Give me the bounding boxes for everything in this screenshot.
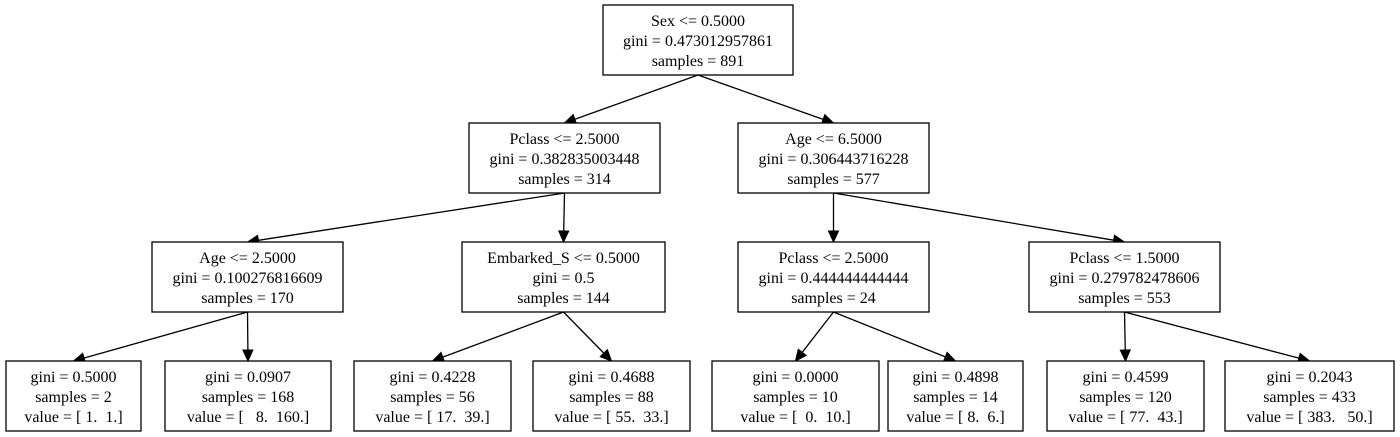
- arrowhead-icon: [827, 230, 840, 244]
- node-line-2: gini = 0.473012957861: [623, 33, 773, 50]
- tree-node-n12: gini = 0.4898 samples = 14 value = [ 8. 6.…: [887, 360, 1024, 432]
- node-line-2: gini = 0.382835003448: [490, 151, 640, 168]
- node-line-3: samples = 577: [787, 171, 880, 188]
- edge-n1-n3: [258, 192, 565, 241]
- edge-n0-n1: [574, 74, 699, 120]
- edge-n4-n9: [442, 311, 564, 358]
- node-line-3: value = [ 383. 50.]: [1246, 409, 1372, 426]
- node-line-1: Age <= 6.5000: [785, 131, 882, 148]
- node-line-2: samples = 433: [1263, 389, 1356, 406]
- node-box: [737, 122, 930, 194]
- node-line-2: samples = 168: [202, 389, 295, 406]
- edge-n6-n14: [1124, 311, 1300, 359]
- node-line-2: gini = 0.444444444444: [759, 270, 909, 287]
- tree-node-n6: Pclass <= 1.5000 gini = 0.279782478606 sam…: [1028, 241, 1221, 313]
- node-box: [887, 360, 1024, 432]
- node-line-1: gini = 0.4228: [390, 369, 476, 386]
- node-line-1: gini = 0.0907: [205, 369, 291, 386]
- edge-n3-n7: [83, 311, 248, 359]
- node-box: [711, 360, 880, 432]
- tree-node-n2: Age <= 6.5000 gini = 0.306443716228 sample…: [737, 122, 930, 194]
- tree-node-n9: gini = 0.4228 samples = 56 value = [ 17. 3…: [353, 360, 512, 432]
- node-line-2: samples = 56: [390, 389, 475, 406]
- node-line-2: samples = 14: [913, 389, 998, 406]
- node-line-2: samples = 88: [569, 389, 654, 406]
- node-line-1: Age <= 2.5000: [199, 250, 296, 267]
- tree-node-n10: gini = 0.4688 samples = 88 value = [ 55. 3…: [532, 360, 691, 432]
- edge-n0-n2: [697, 74, 824, 120]
- tree-nodes: Sex <= 0.5000 gini = 0.473012957861 sample…: [5, 4, 1395, 432]
- node-box: [1224, 360, 1395, 432]
- node-line-1: gini = 0.5000: [31, 369, 117, 386]
- tree-node-n3: Age <= 2.5000 gini = 0.100276816609 sample…: [151, 241, 344, 313]
- node-line-3: value = [ 8. 6.]: [906, 409, 1004, 426]
- node-line-1: gini = 0.2043: [1267, 369, 1353, 386]
- node-line-1: gini = 0.4688: [569, 369, 655, 386]
- edge-n2-n6: [833, 192, 1114, 241]
- arrowhead-icon: [794, 348, 808, 362]
- node-line-1: Pclass <= 1.5000: [1069, 250, 1179, 267]
- tree-edges: [72, 74, 1311, 364]
- tree-node-n8: gini = 0.0907 samples = 168 value = [ 8. 1…: [164, 360, 332, 432]
- tree-node-n0: Sex <= 0.5000 gini = 0.473012957861 sample…: [602, 4, 794, 76]
- edge-n6-n13: [1123, 311, 1126, 351]
- node-line-3: samples = 891: [652, 53, 745, 70]
- node-box: [1028, 241, 1221, 313]
- node-line-2: gini = 0.306443716228: [759, 151, 909, 168]
- node-line-1: gini = 0.4898: [913, 369, 999, 386]
- node-line-1: gini = 0.4599: [1083, 369, 1169, 386]
- node-box: [164, 360, 332, 432]
- node-line-2: samples = 120: [1079, 389, 1172, 406]
- node-line-3: value = [ 77. 43.]: [1068, 409, 1182, 426]
- node-line-1: Pclass <= 2.5000: [509, 131, 619, 148]
- node-line-2: samples = 10: [753, 389, 838, 406]
- arrowhead-icon: [942, 351, 957, 363]
- node-line-3: value = [ 0. 10.]: [740, 409, 850, 426]
- tree-node-n7: gini = 0.5000 samples = 2 value = [ 1. 1.]: [5, 360, 142, 432]
- tree-node-n11: gini = 0.0000 samples = 10 value = [ 0. 10…: [711, 360, 880, 432]
- node-box: [353, 360, 512, 432]
- node-line-3: value = [ 1. 1.]: [24, 409, 122, 426]
- arrowhead-icon: [557, 230, 570, 244]
- edge-n4-n10: [563, 311, 605, 354]
- node-line-2: gini = 0.100276816609: [173, 270, 323, 287]
- arrowhead-icon: [242, 349, 254, 363]
- node-box: [5, 360, 142, 432]
- node-box: [461, 241, 666, 313]
- edge-n5-n12: [833, 311, 946, 358]
- node-line-3: value = [ 8. 160.]: [187, 409, 309, 426]
- tree-node-n14: gini = 0.2043 samples = 433 value = [ 383.…: [1224, 360, 1395, 432]
- node-box: [602, 4, 794, 76]
- node-line-2: gini = 0.5: [533, 270, 595, 287]
- node-line-3: samples = 24: [791, 290, 876, 307]
- tree-node-n5: Pclass <= 2.5000 gini = 0.444444444444 sam…: [737, 241, 930, 313]
- node-line-3: value = [ 55. 33.]: [554, 409, 668, 426]
- node-line-2: samples = 2: [35, 389, 112, 406]
- node-line-1: Sex <= 0.5000: [651, 13, 745, 30]
- node-line-3: samples = 314: [518, 171, 611, 188]
- edge-n5-n11: [801, 311, 835, 353]
- node-line-3: samples = 144: [517, 290, 610, 307]
- node-line-1: gini = 0.0000: [753, 369, 839, 386]
- tree-node-n4: Embarked_S <= 0.5000 gini = 0.5 samples = …: [461, 241, 666, 313]
- node-box: [532, 360, 691, 432]
- tree-node-n13: gini = 0.4599 samples = 120 value = [ 77. …: [1046, 360, 1205, 432]
- node-line-3: samples = 553: [1078, 290, 1171, 307]
- node-box: [1046, 360, 1205, 432]
- node-box: [468, 122, 661, 194]
- node-line-1: Embarked_S <= 0.5000: [487, 250, 640, 267]
- arrowhead-icon: [1119, 349, 1132, 363]
- node-line-1: Pclass <= 2.5000: [778, 250, 888, 267]
- node-line-3: samples = 170: [201, 290, 294, 307]
- node-box: [737, 241, 930, 313]
- arrowhead-icon: [599, 348, 613, 362]
- node-line-2: gini = 0.279782478606: [1050, 270, 1200, 287]
- node-line-3: value = [ 17. 39.]: [375, 409, 489, 426]
- node-box: [151, 241, 344, 313]
- tree-node-n1: Pclass <= 2.5000 gini = 0.382835003448 sam…: [468, 122, 661, 194]
- edge-n1-n4: [563, 192, 566, 232]
